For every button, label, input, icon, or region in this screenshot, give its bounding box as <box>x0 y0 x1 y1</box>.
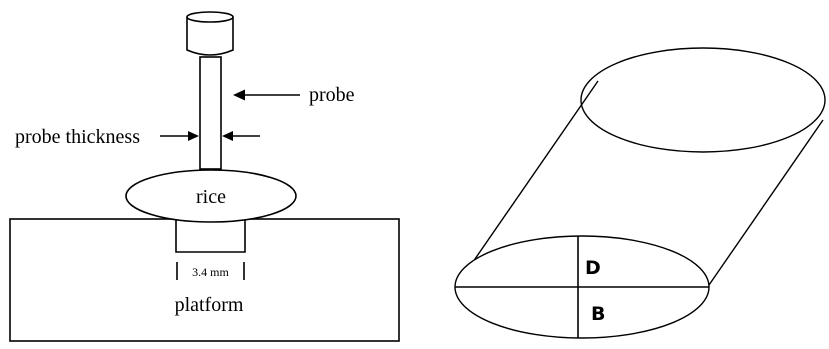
rice-grain <box>125 169 297 223</box>
cylinder-side-left <box>456 80 599 286</box>
rice-label: rice <box>196 186 226 208</box>
d-label: D <box>585 257 601 279</box>
probe-label: probe <box>309 84 355 106</box>
probe-arrow <box>233 89 300 101</box>
grain-cylinder-diagram: D B <box>454 47 826 339</box>
b-label: B <box>591 303 605 325</box>
thickness-arrow-right <box>222 131 260 141</box>
thickness-arrow-left <box>160 131 199 141</box>
cylinder-top-ellipse <box>580 47 826 153</box>
platform-slot <box>175 219 246 253</box>
probe-test-diagram: 3.4 mm platform rice probe probe thickne… <box>9 11 400 342</box>
probe-head <box>186 11 234 56</box>
platform-label: platform <box>175 294 244 316</box>
probe-shaft <box>199 56 222 170</box>
cylinder-side-right <box>708 119 824 286</box>
probe-thickness-label: probe thickness <box>15 126 140 148</box>
dimension-label: 3.4 mm <box>192 265 229 279</box>
